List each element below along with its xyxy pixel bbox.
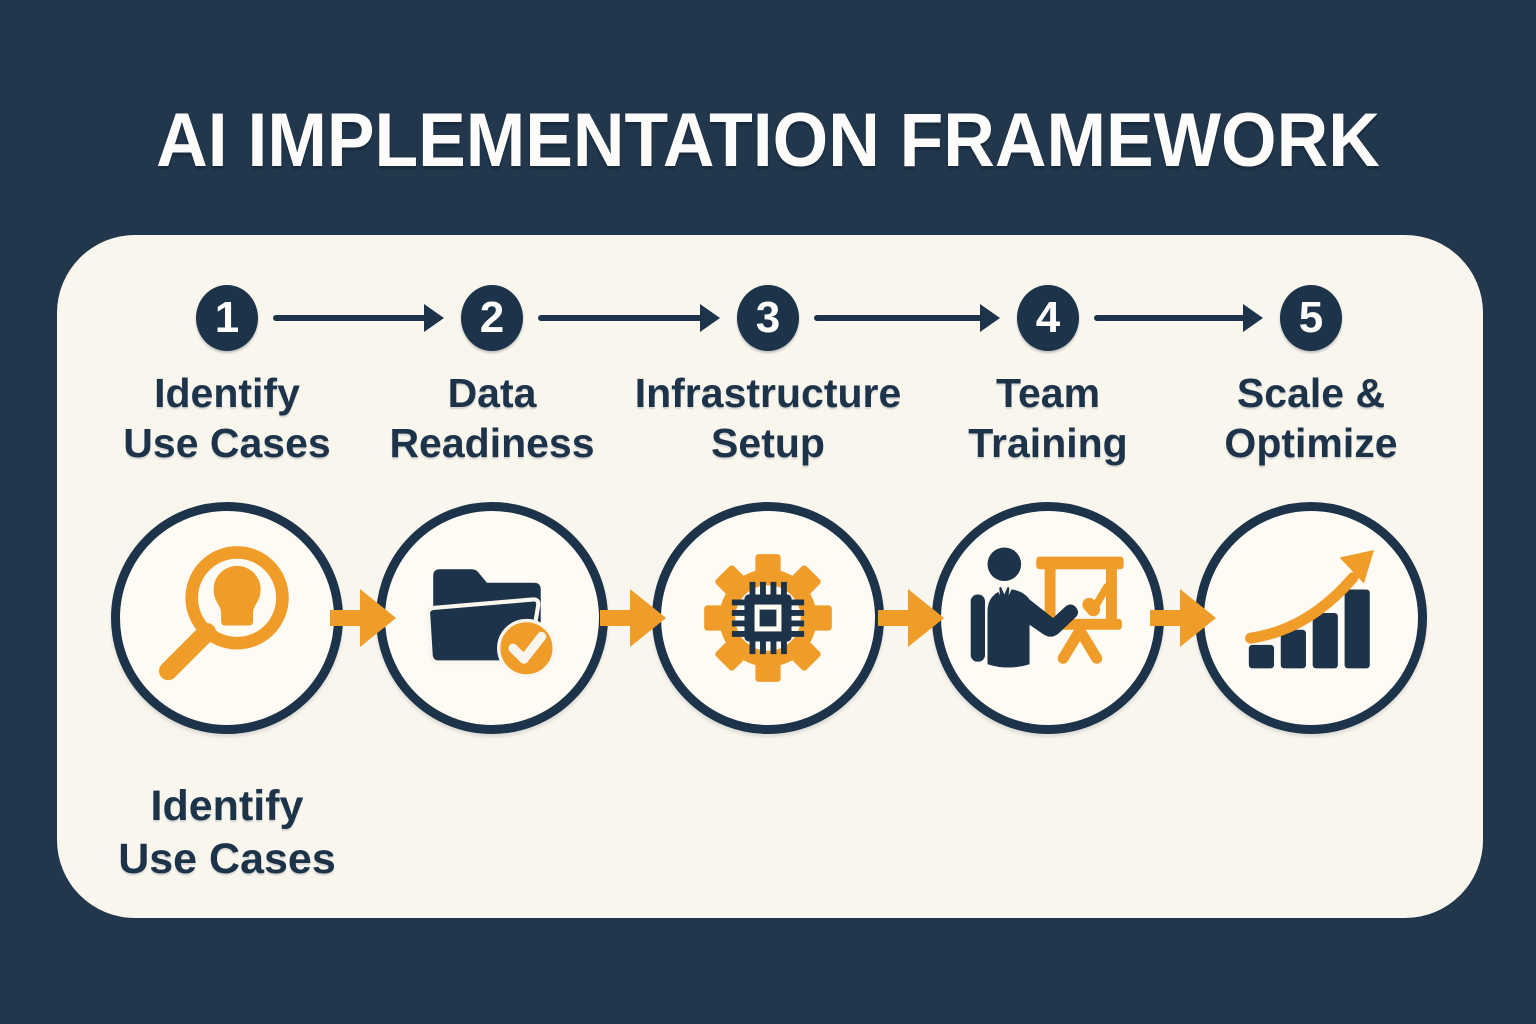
flow-arrow-icon bbox=[878, 589, 944, 647]
arrow-right-icon bbox=[273, 304, 444, 332]
footer-label: Identify Use Cases bbox=[57, 780, 397, 886]
magnifier-lightbulb-icon bbox=[158, 546, 289, 681]
step-1-label-line2: Use Cases bbox=[123, 420, 331, 466]
step-3-label: Infrastructure Setup bbox=[608, 368, 928, 468]
step-5-label-line1: Scale & bbox=[1236, 370, 1386, 416]
flow-arrow-icon bbox=[330, 589, 396, 647]
step-4-label: Team Training bbox=[888, 368, 1208, 468]
step-2-icon-circle bbox=[376, 502, 608, 734]
flow-arrow-icon bbox=[600, 589, 666, 647]
footer-label-line2: Use Cases bbox=[118, 835, 336, 883]
step-5-number-badge: 5 bbox=[1280, 285, 1342, 351]
flow-arrow-icon bbox=[1150, 589, 1216, 647]
arrow-right-icon bbox=[538, 304, 720, 332]
step-1-label: Identify Use Cases bbox=[67, 368, 387, 468]
step-5-icon-circle bbox=[1195, 502, 1427, 734]
step-5-label-line2: Optimize bbox=[1224, 420, 1398, 466]
step-2-label: Data Readiness bbox=[332, 368, 652, 468]
step-3-label-line2: Setup bbox=[711, 420, 825, 466]
step-1-number-badge: 1 bbox=[196, 285, 258, 351]
arrow-right-icon bbox=[814, 304, 1000, 332]
step-2-label-line2: Readiness bbox=[389, 420, 595, 466]
step-5-label: Scale & Optimize bbox=[1151, 368, 1471, 468]
step-1-icon-circle bbox=[111, 502, 343, 734]
step-4-number-badge: 4 bbox=[1017, 285, 1079, 351]
step-4-label-line2: Training bbox=[968, 420, 1128, 466]
step-3-number-badge: 3 bbox=[737, 285, 799, 351]
step-4-label-line1: Team bbox=[995, 370, 1101, 416]
gear-chip-icon bbox=[704, 554, 832, 682]
step-3-label-line1: Infrastructure bbox=[634, 370, 902, 416]
presenter-whiteboard-icon bbox=[970, 547, 1124, 668]
step-1-label-line1: Identify bbox=[154, 370, 300, 416]
footer-label-line1: Identify bbox=[150, 782, 304, 830]
step-2-label-line1: Data bbox=[447, 370, 537, 416]
page-title: AI IMPLEMENTATION FRAMEWORK bbox=[156, 98, 1380, 183]
growth-chart-icon bbox=[1245, 549, 1374, 669]
step-2-number-badge: 2 bbox=[461, 285, 523, 351]
step-4-icon-circle bbox=[932, 502, 1164, 734]
step-3-icon-circle bbox=[652, 502, 884, 734]
folder-check-icon bbox=[425, 569, 556, 678]
arrow-right-icon bbox=[1094, 304, 1263, 332]
